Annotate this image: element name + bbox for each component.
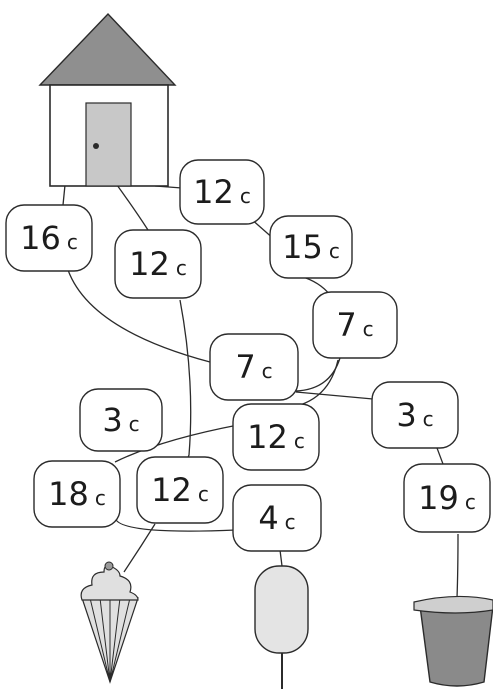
price-value: 18 xyxy=(48,475,89,513)
path-19-to-cup xyxy=(457,534,458,598)
path-4-to-popsicle xyxy=(280,550,282,566)
door-knob xyxy=(93,143,99,149)
price-unit: c xyxy=(423,407,434,431)
price-unit: c xyxy=(67,230,78,254)
path-7right-to-12mid xyxy=(300,360,338,405)
price-value: 15 xyxy=(282,228,323,266)
price-value: 19 xyxy=(418,479,459,517)
price-unit: c xyxy=(240,184,251,208)
price-value: 12 xyxy=(151,471,192,509)
price-value: 7 xyxy=(336,306,356,344)
house-door xyxy=(86,103,131,186)
house-roof xyxy=(40,14,175,85)
price-value: 4 xyxy=(258,499,278,537)
path-7mid-to-3right xyxy=(296,392,373,399)
price-unit: c xyxy=(262,359,273,383)
price-value: 12 xyxy=(193,173,234,211)
ice-cream-icon xyxy=(81,562,138,682)
cup-icon xyxy=(414,596,493,686)
price-value: 12 xyxy=(247,418,288,456)
price-unit: c xyxy=(294,429,305,453)
price-value: 3 xyxy=(396,396,416,434)
path-house-to-16 xyxy=(63,185,65,205)
price-unit: c xyxy=(176,256,187,280)
price-unit: c xyxy=(285,510,296,534)
path-3right-to-19 xyxy=(437,448,443,464)
price-value: 16 xyxy=(20,219,61,257)
price-unit: c xyxy=(198,482,209,506)
price-unit: c xyxy=(363,317,374,341)
price-unit: c xyxy=(329,239,340,263)
price-unit: c xyxy=(129,412,140,436)
popsicle-icon xyxy=(255,566,308,689)
price-value: 7 xyxy=(235,348,255,386)
price-value: 12 xyxy=(129,245,170,283)
price-unit: c xyxy=(95,486,106,510)
house-icon xyxy=(40,14,175,186)
path-12low-to-icecream xyxy=(124,524,155,572)
price-value: 3 xyxy=(102,401,122,439)
path-house-to-12a xyxy=(117,185,148,230)
price-unit: c xyxy=(465,490,476,514)
